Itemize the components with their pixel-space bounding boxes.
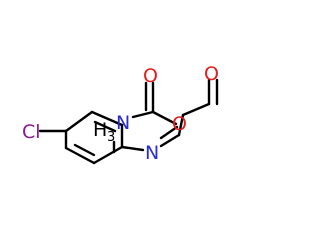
imine-nitrogen-label: N (145, 142, 159, 164)
aldehyde-oxygen-label: O (204, 63, 219, 85)
bond (64, 110, 94, 133)
bond (93, 120, 117, 133)
bond (120, 145, 145, 152)
chlorine-atom-label: Cl (22, 121, 41, 143)
methylamine-nitrogen-label: N (116, 112, 130, 134)
bond (64, 146, 96, 165)
bond (73, 143, 96, 157)
bond (90, 110, 124, 127)
methylamine-h-label: H (93, 119, 107, 141)
bond (151, 110, 178, 126)
carbonyl-oxygen-top-label: O (143, 65, 158, 87)
bond (177, 113, 185, 137)
bond (131, 110, 155, 119)
bond (159, 133, 181, 148)
bond (159, 125, 179, 140)
bond (92, 145, 124, 165)
benzene-ring (64, 110, 124, 165)
ester-oxygen-label: O (172, 113, 187, 135)
chemical-structure: Cl N H 3 N O O O (22, 63, 219, 165)
bond (181, 102, 211, 117)
methylamine-h-subscript: 3 (107, 130, 115, 145)
